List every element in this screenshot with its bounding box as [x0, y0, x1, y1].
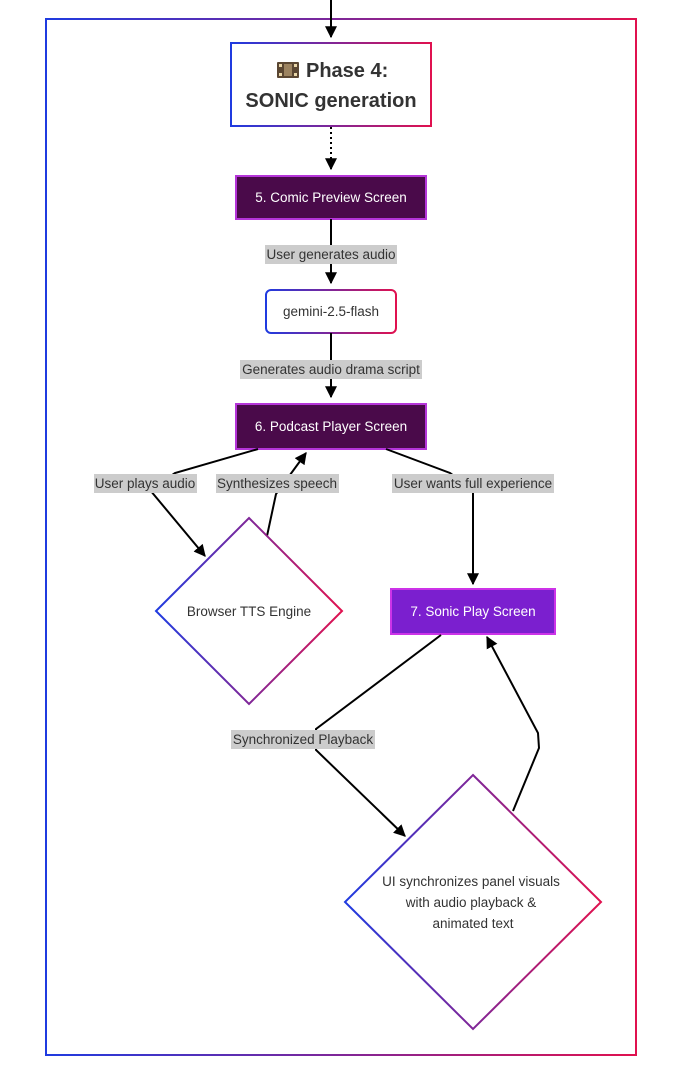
phase-4-title-line2: SONIC generation: [245, 90, 416, 112]
ui-sync-label-line2: with audio playback &: [405, 895, 537, 910]
tts-engine-node[interactable]: [154, 516, 344, 706]
phase-4-node[interactable]: [230, 42, 432, 127]
ui-sync-label-line3: animated text: [432, 916, 513, 931]
tts-engine-label: Browser TTS Engine: [187, 604, 311, 619]
film-frames-icon: [277, 62, 299, 78]
gemini-label: gemini-2.5-flash: [283, 304, 379, 319]
podcast-player-node[interactable]: [235, 403, 427, 450]
edge-label-generates-audio: User generates audio: [266, 247, 395, 262]
comic-preview-node[interactable]: [235, 175, 427, 220]
podcast-player-label: 6. Podcast Player Screen: [255, 419, 407, 434]
phase-4-subgraph-frame: [45, 18, 637, 1056]
edge-label-bg-synth-speech: [216, 474, 339, 493]
edge-label-bg-full-experience: [392, 474, 554, 493]
edge-label-bg-sync-playback: [231, 730, 375, 749]
edge-label-bg-audio-script: [240, 360, 422, 379]
edge-label-full-experience: User wants full experience: [394, 476, 552, 491]
edge-label-bg-plays-audio: [94, 474, 197, 493]
edge-ui-sync-to-sonic: [486, 635, 541, 812]
edge-label-bg-generates-audio: [265, 245, 397, 264]
sonic-play-node[interactable]: [390, 588, 556, 635]
edge-label-plays-audio: User plays audio: [95, 476, 196, 491]
ui-sync-node[interactable]: [343, 773, 603, 1031]
sonic-play-label: 7. Sonic Play Screen: [410, 604, 535, 619]
ui-sync-label-line1: UI synchronizes panel visuals: [382, 874, 560, 889]
edge-tts-to-podcast: [266, 452, 307, 537]
edge-label-synth-speech: Synthesizes speech: [217, 476, 337, 491]
phase-4-title-line1: Phase 4:: [306, 60, 388, 82]
edge-label-sync-playback: Synchronized Playback: [233, 732, 374, 747]
comic-preview-label: 5. Comic Preview Screen: [255, 190, 407, 205]
edge-podcast-to-sonic: [385, 448, 479, 586]
edge-label-audio-script: Generates audio drama script: [242, 362, 420, 377]
